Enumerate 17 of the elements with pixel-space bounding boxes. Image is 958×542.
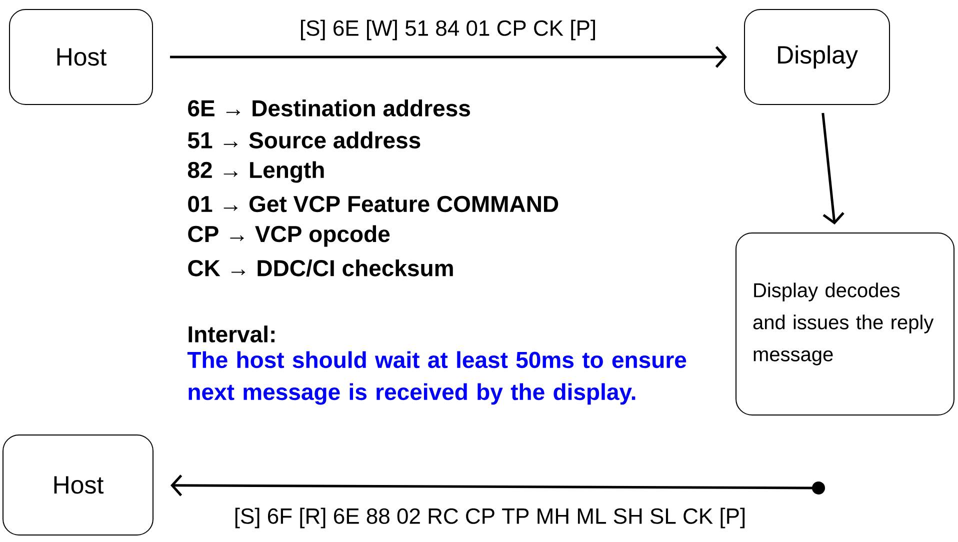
note-text: 01 → Get VCP Feature COMMAND [188, 196, 558, 212]
process-box: Host [9, 9, 153, 105]
note-text: 82 → Length [188, 161, 324, 183]
process-box: Display [744, 9, 890, 105]
note-text: CK → DDC/CI checksum [188, 259, 453, 277]
note-text: Interval: [188, 326, 274, 342]
edge-label: [S] 6F [R] 6E 88 02 RC CP TP MH ML SH SL CK [P] [235, 508, 745, 528]
note-text: 51 → Source address [188, 132, 420, 148]
note-text: CP → VCP opcode [188, 225, 390, 247]
note-text: 6E → Destination address [188, 100, 470, 116]
process-box: Display decodes and issues the reply message [736, 232, 954, 416]
arrow [170, 46, 727, 68]
arrow [822, 112, 844, 225]
note-text: The host should wait at least 50ms to ensure next message is received by the display. [187, 351, 686, 405]
edge-label: [S] 6E [W] 51 84 01 CP CK [P] [301, 20, 595, 40]
arrow [170, 474, 825, 496]
process-box: Host [2, 434, 154, 536]
